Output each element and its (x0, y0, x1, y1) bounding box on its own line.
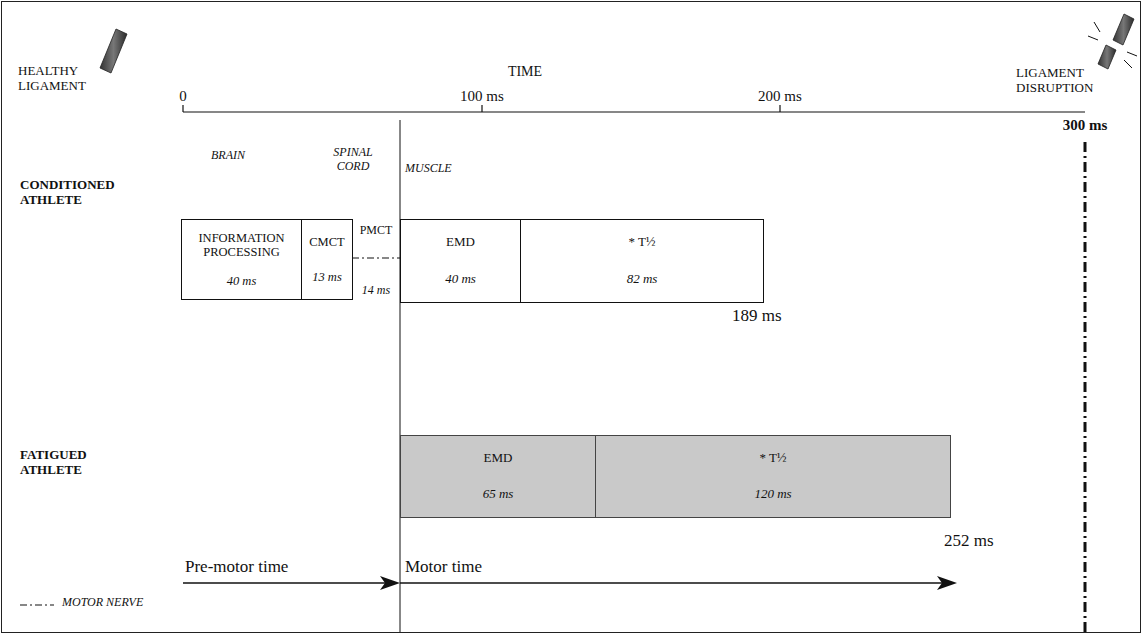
row-label: FATIGUED ATHLETE (20, 448, 130, 478)
region-label: MUSCLE (405, 162, 485, 176)
boundary-line (400, 120, 401, 632)
phase-label: Motor time (405, 557, 605, 577)
motor-arrow (400, 582, 945, 583)
segment-duration: 40 ms (227, 274, 257, 288)
axis-tick (182, 105, 183, 112)
motor-nerve-line (352, 257, 400, 258)
segment-name: * T½ (759, 451, 786, 466)
total-time: 252 ms (944, 531, 1024, 551)
axis-tick-label: 0 (171, 88, 195, 105)
total-time: 189 ms (732, 306, 812, 326)
segment-duration: 13 ms (312, 270, 342, 284)
rupture-sparks (1088, 22, 1137, 68)
segment-name: INFORMATION PROCESSING (185, 231, 298, 260)
axis-tick-label: 300 ms (1052, 117, 1118, 134)
illustration-label: HEALTHY LIGAMENT (18, 64, 98, 94)
arrow-head (937, 576, 957, 590)
axis-tick (779, 105, 780, 112)
axis-title: TIME (490, 64, 560, 80)
axis-tick-label: 100 ms (447, 88, 517, 105)
disruption-line (1084, 142, 1087, 632)
segment-duration: 14 ms (353, 284, 399, 298)
half-time-box: * T½ 120 ms (595, 435, 951, 518)
segment-label: PMCT (353, 224, 399, 238)
region-label: BRAIN (195, 149, 261, 163)
time-axis (183, 111, 1085, 112)
legend-line-sample (20, 604, 54, 605)
segment-name: EMD (484, 451, 513, 466)
processing-box: INFORMATION PROCESSING 40 ms (181, 219, 302, 300)
legend-text: MOTOR NERVE (62, 596, 143, 610)
half-time-box: * T½ 82 ms (520, 219, 764, 303)
segment-duration: 120 ms (754, 487, 791, 502)
arrow-head (380, 576, 400, 590)
segment-duration: 65 ms (483, 487, 514, 502)
segment-duration: 40 ms (445, 272, 476, 287)
segment-name: EMD (446, 235, 475, 250)
axis-tick (481, 105, 482, 112)
premotor-arrow (183, 582, 388, 583)
illustration-label: LIGAMENT DISRUPTION (1016, 66, 1110, 96)
segment-name: * T½ (628, 235, 655, 250)
cmct-box: CMCT 13 ms (301, 219, 353, 300)
ruptured-ligament (1113, 14, 1134, 45)
ligament-illustration (100, 29, 127, 73)
region-label: SPINAL CORD (322, 146, 384, 174)
segment-name: CMCT (309, 235, 344, 249)
emd-box: EMD 40 ms (400, 219, 521, 303)
emd-box: EMD 65 ms (400, 435, 596, 518)
ruptured-ligament (1098, 45, 1116, 69)
row-label: CONDITIONED ATHLETE (20, 178, 140, 208)
phase-label: Pre-motor time (185, 557, 385, 577)
segment-duration: 82 ms (627, 272, 658, 287)
axis-tick-label: 200 ms (745, 88, 815, 105)
